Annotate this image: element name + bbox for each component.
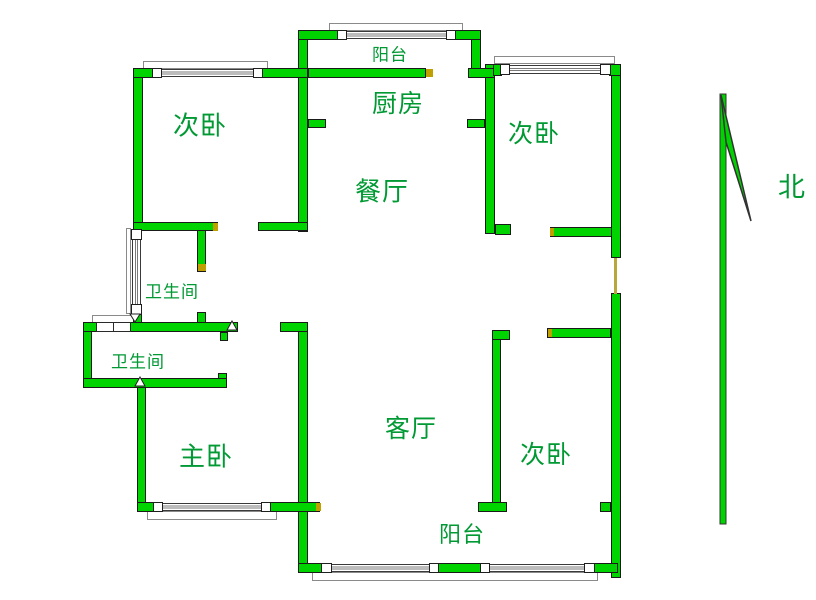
window-balconyB xyxy=(489,564,585,572)
wall-balconyB-bottom xyxy=(592,563,618,573)
wall-kitchen-north xyxy=(308,68,426,78)
wall-living-balcony-cap xyxy=(478,502,507,512)
opening-tip xyxy=(548,329,552,337)
wall-kitchen-north xyxy=(468,68,495,78)
wall-bedroomTR-bottom xyxy=(495,224,511,235)
window-cap xyxy=(446,30,456,40)
face-line xyxy=(126,228,131,314)
window-cap xyxy=(480,563,490,573)
window-balconyT xyxy=(346,31,447,39)
face-line xyxy=(312,572,598,581)
window-bathroom-lower xyxy=(96,322,114,332)
wall-bedroomTL-bottom xyxy=(133,222,218,231)
wall-right-upper xyxy=(611,64,621,258)
window-balconyB xyxy=(331,564,430,572)
room-label-dining-room: 餐厅 xyxy=(354,176,410,207)
face-line xyxy=(494,56,615,64)
wall-master-bottom xyxy=(270,502,320,512)
window-bathroom-lower xyxy=(113,322,131,332)
room-label-balcony-bottom: 阳台 xyxy=(438,522,486,547)
wall-master-west xyxy=(137,387,146,512)
wall-balconyT-north xyxy=(455,30,481,40)
window-cap xyxy=(261,502,271,512)
face-line xyxy=(329,23,463,31)
wall-right-lower xyxy=(611,293,621,578)
wall-living-west xyxy=(298,322,308,572)
room-label-bathroom-upper: 卫生间 xyxy=(145,282,199,302)
wall-bedroomTR-bottom xyxy=(550,227,612,237)
wall-segment xyxy=(600,502,611,512)
face-line xyxy=(147,511,277,520)
wall-balconyB-bottom xyxy=(436,563,482,573)
window-cap xyxy=(321,563,332,573)
window-cap xyxy=(584,563,595,573)
wall-bedroomBR-top xyxy=(547,328,611,338)
opening-tip xyxy=(316,503,321,511)
opening-tip xyxy=(426,69,433,77)
wall-corridor-south xyxy=(280,322,308,332)
wall-balconyT-north xyxy=(298,30,338,40)
wall-bedroomTL-bottom xyxy=(258,222,308,231)
wall-segment xyxy=(220,332,228,341)
wall-living-bedroom-divider xyxy=(492,330,501,511)
door-marker-icon xyxy=(129,313,141,323)
wall-kitchen-stub xyxy=(308,119,326,128)
wall-bath-lower-bottom xyxy=(83,378,227,388)
wall-bedroomTL-top xyxy=(133,68,153,78)
wall-kitchen-stub xyxy=(467,119,485,128)
window-cap xyxy=(153,502,163,512)
opening-tip xyxy=(198,264,206,271)
window-cap xyxy=(429,563,439,573)
room-label-kitchen: 厨房 xyxy=(371,90,425,118)
window-bedroomTR xyxy=(509,65,601,74)
room-label-living-room: 客厅 xyxy=(384,415,438,443)
window-cap xyxy=(152,68,162,78)
room-label-balcony-top: 阳台 xyxy=(372,45,408,65)
window-cap xyxy=(131,229,142,240)
wall-bedroomTL-top xyxy=(262,68,308,78)
opening-tip xyxy=(550,228,554,236)
wall-dining-west xyxy=(298,30,308,232)
window-cap xyxy=(500,64,510,75)
compass-north-label: 北 xyxy=(778,172,806,203)
window-bedroomTL xyxy=(161,69,254,77)
room-label-bathroom-lower: 卫生间 xyxy=(111,352,165,372)
entry-door-opening xyxy=(614,258,617,294)
wall-left-main xyxy=(133,68,143,231)
north-arrow-icon xyxy=(719,93,752,525)
window-master xyxy=(162,503,262,511)
window-bathroom-upper xyxy=(132,239,141,305)
wall-bath-lower-top xyxy=(83,322,238,332)
room-label-bedroom-top-right: 次卧 xyxy=(507,120,561,148)
window-cap xyxy=(600,64,611,75)
window-cap xyxy=(337,30,347,40)
wall-balconyB-bottom xyxy=(298,563,323,573)
window-cap xyxy=(253,68,263,78)
room-label-master-bedroom: 主卧 xyxy=(178,441,234,472)
room-label-bedroom-bottom-right: 次卧 xyxy=(519,441,573,469)
face-line xyxy=(143,61,268,69)
wall-kitchen-divider xyxy=(485,64,495,234)
wall-bedroomBR-top xyxy=(492,330,510,340)
door-marker-icon xyxy=(134,376,146,387)
opening-tip xyxy=(213,223,218,231)
room-label-bedroom-top-left: 次卧 xyxy=(172,110,228,141)
door-marker-icon xyxy=(226,320,238,331)
